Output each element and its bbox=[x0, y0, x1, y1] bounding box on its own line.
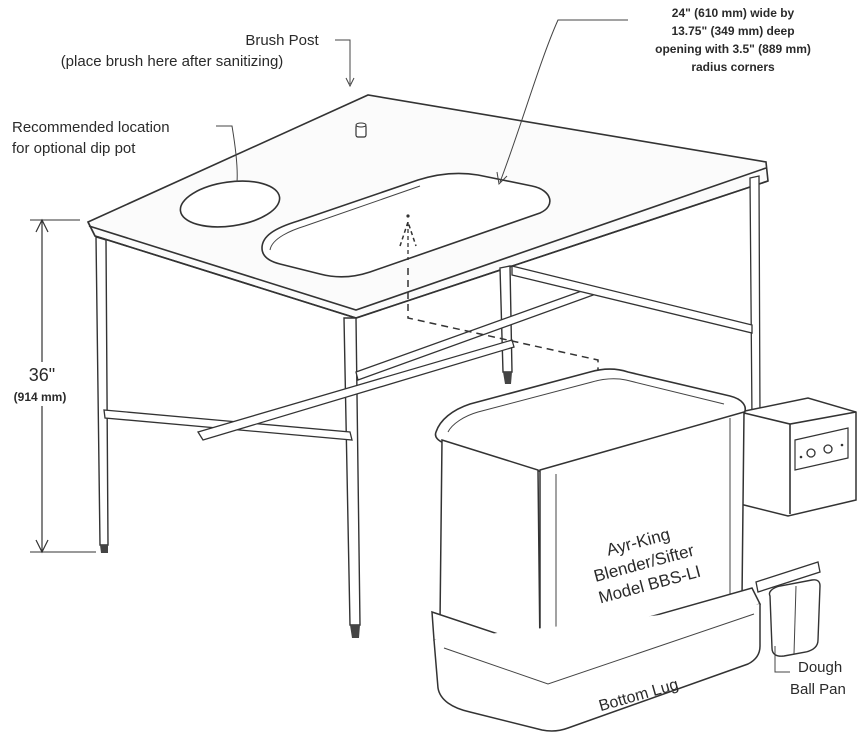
brush-post bbox=[355, 122, 367, 138]
blender-sifter: Ayr-King Blender/Sifter Model BBS-LI Bot… bbox=[431, 368, 857, 732]
opening-spec-line2: 13.75" (349 mm) deep bbox=[671, 24, 794, 38]
control-knob-icon bbox=[823, 444, 833, 454]
dip-pot-location bbox=[179, 180, 281, 228]
brush-post-title: Brush Post bbox=[245, 32, 319, 49]
control-knob-icon bbox=[806, 448, 816, 458]
height-dimension: 36" (914 mm) bbox=[14, 218, 96, 554]
dough-ball-label-line2: Ball Pan bbox=[790, 681, 846, 698]
sifter-hopper bbox=[434, 368, 746, 654]
dough-ball-callout: Dough Ball Pan bbox=[774, 646, 846, 698]
lift-path-arrow bbox=[399, 214, 599, 440]
control-box bbox=[739, 397, 857, 517]
dip-pot-callout: Recommended location for optional dip po… bbox=[12, 119, 238, 183]
brush-post-callout: Brush Post (place brush here after sanit… bbox=[61, 32, 355, 88]
dip-pot-label-line2: for optional dip pot bbox=[12, 140, 136, 157]
dough-ball-pan bbox=[755, 561, 821, 657]
height-mm-label: (914 mm) bbox=[14, 390, 67, 404]
opening-spec-line3: opening with 3.5" (889 mm) bbox=[655, 42, 811, 56]
sink-opening bbox=[261, 172, 551, 278]
opening-spec-line1: 24" (610 mm) wide by bbox=[672, 6, 795, 20]
height-inches-label: 36" bbox=[29, 365, 55, 385]
brush-post-note: (place brush here after sanitizing) bbox=[61, 53, 284, 70]
opening-callout: 24" (610 mm) wide by 13.75" (349 mm) dee… bbox=[496, 6, 811, 186]
bottom-lug bbox=[431, 587, 762, 732]
dip-pot-label-line1: Recommended location bbox=[12, 119, 170, 136]
dough-ball-label-line1: Dough bbox=[798, 659, 842, 676]
table-rails bbox=[103, 265, 753, 441]
worktable bbox=[86, 94, 769, 638]
opening-spec-line4: radius corners bbox=[691, 60, 775, 74]
